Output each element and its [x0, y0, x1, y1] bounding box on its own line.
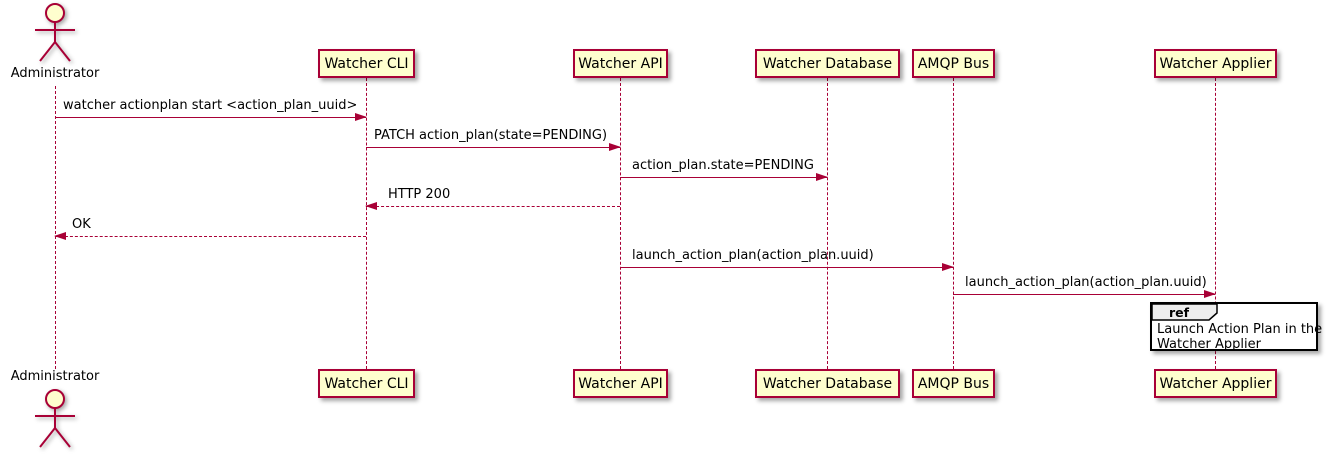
message-3-line	[620, 177, 827, 178]
participant-watcher-database-bottom: Watcher Database	[755, 369, 900, 398]
message-1-line	[55, 117, 366, 118]
message-2-arrowhead-icon	[609, 143, 621, 151]
participant-watcher-applier-bottom: Watcher Applier	[1154, 369, 1277, 398]
ref-fragment: ref Launch Action Plan in the Watcher Ap…	[1150, 302, 1322, 352]
message-7-arrowhead-icon	[1204, 290, 1216, 298]
lifeline-watcher-database	[827, 78, 828, 369]
participant-watcher-database-top: Watcher Database	[755, 49, 900, 78]
message-2-label: PATCH action_plan(state=PENDING)	[374, 128, 608, 143]
participant-watcher-api-bottom: Watcher API	[573, 369, 668, 398]
participant-watcher-cli-top: Watcher CLI	[318, 49, 415, 78]
message-6-line	[620, 267, 953, 268]
message-5-line	[55, 236, 366, 237]
ref-text-line1: Launch Action Plan in the	[1157, 322, 1323, 337]
actor-label-administrator-bottom: Administrator	[10, 369, 100, 384]
message-3-label: action_plan.state=PENDING	[632, 158, 814, 173]
message-3-arrowhead-icon	[816, 173, 828, 181]
ref-tab-label: ref	[1169, 305, 1190, 320]
actor-label-administrator-top: Administrator	[10, 66, 100, 81]
lifeline-administrator	[55, 86, 56, 369]
message-5-label: OK	[72, 217, 91, 232]
participant-watcher-applier-top: Watcher Applier	[1154, 49, 1277, 78]
lifeline-watcher-api	[620, 78, 621, 369]
actor-icon-administrator-top	[35, 3, 75, 62]
ref-text-line2: Watcher Applier	[1157, 337, 1261, 352]
message-7-label: launch_action_plan(action_plan.uuid)	[965, 275, 1207, 290]
actor-icon-administrator-bottom	[35, 389, 75, 448]
message-4-line	[366, 206, 620, 207]
message-6-arrowhead-icon	[942, 263, 954, 271]
ref-tab: ref	[1151, 303, 1218, 321]
lifeline-watcher-cli	[366, 78, 367, 369]
message-5-arrowhead-icon	[54, 232, 66, 240]
message-6-label: launch_action_plan(action_plan.uuid)	[632, 248, 874, 263]
message-1-label: watcher actionplan start <action_plan_uu…	[63, 98, 358, 113]
message-4-label: HTTP 200	[388, 187, 451, 202]
message-4-arrowhead-icon	[365, 202, 377, 210]
ref-text: Launch Action Plan in the Watcher Applie…	[1157, 322, 1322, 352]
lifeline-amqp-bus	[953, 78, 954, 369]
message-2-line	[366, 147, 620, 148]
participant-watcher-cli-bottom: Watcher CLI	[318, 369, 415, 398]
message-1-arrowhead-icon	[355, 113, 367, 121]
lifeline-watcher-applier	[1215, 78, 1216, 369]
message-7-line	[953, 294, 1215, 295]
participant-amqp-bus-top: AMQP Bus	[912, 49, 995, 78]
participant-amqp-bus-bottom: AMQP Bus	[912, 369, 995, 398]
participant-watcher-api-top: Watcher API	[573, 49, 668, 78]
